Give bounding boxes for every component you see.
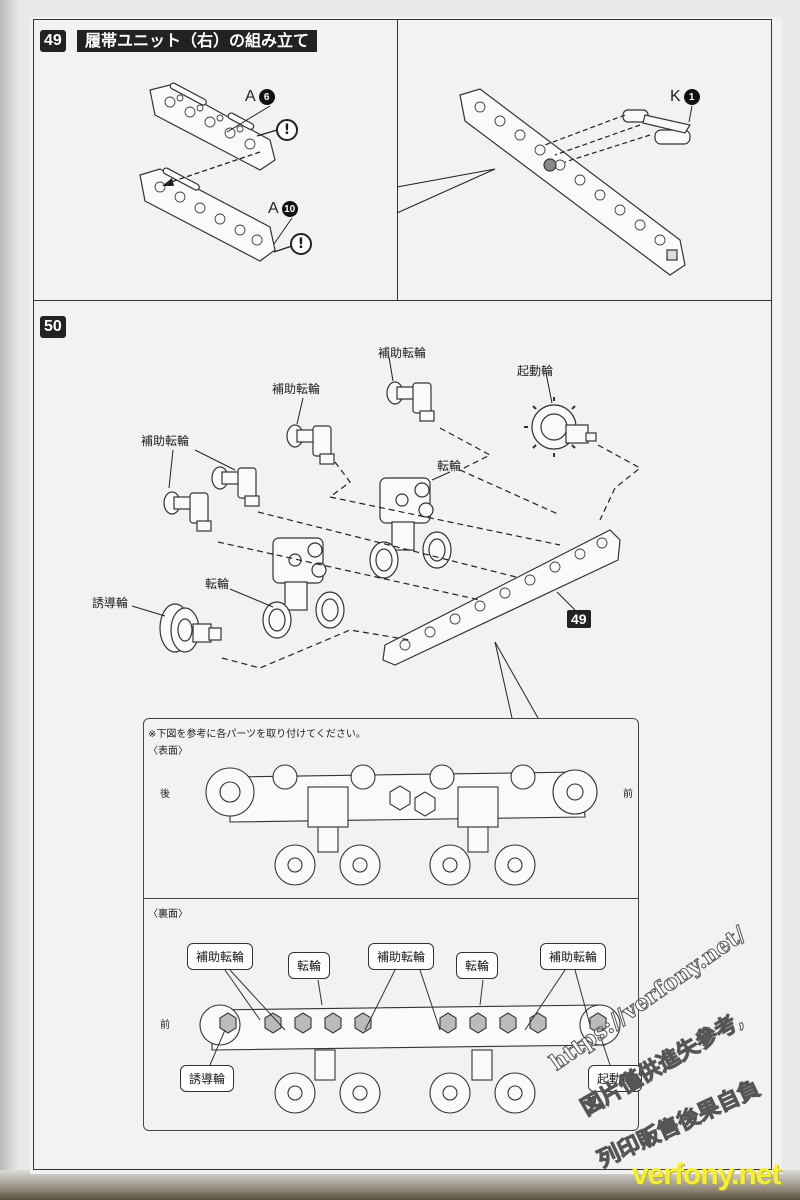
- back-side-heading: 〈裏面〉: [148, 909, 188, 920]
- step-number-50: 50: [40, 316, 66, 338]
- insertion-arrow: [162, 151, 261, 186]
- idler-part: [159, 603, 222, 653]
- leader-warning-1: [256, 129, 278, 137]
- book-spine: [0, 0, 18, 1200]
- leaders-support-1: [168, 449, 236, 489]
- sprocket-part: [524, 372, 597, 457]
- callout-road-wheel-2: 転輪: [456, 952, 499, 979]
- step-ref-49: 49: [567, 610, 591, 628]
- front-label-back: 前: [160, 1020, 170, 1031]
- label-support-wheel-1: 補助転輪: [141, 434, 190, 448]
- reference-zoom-lines: [494, 641, 539, 719]
- front-side-heading: 〈表面〉: [148, 746, 188, 757]
- warning-icon: !: [290, 233, 312, 255]
- reference-box: [143, 718, 639, 1131]
- step-49-title: 履帯ユニット（右）の組み立て: [77, 30, 318, 52]
- support-wheel-part: [163, 491, 212, 532]
- support-wheel-part: [211, 466, 260, 507]
- leader-ref-49: [556, 591, 578, 613]
- step50-panel: [33, 300, 772, 1170]
- callout-support-wheel-2: 補助転輪: [368, 943, 435, 970]
- leader-idler: [131, 605, 166, 617]
- front-view-diagram: [205, 764, 598, 886]
- back-view-diagram: [199, 1004, 621, 1114]
- k1-insert-lines: [544, 114, 651, 163]
- callout-road-wheel-1: 転輪: [288, 952, 331, 979]
- reference-note: ※下図を参考に各パーツを取り付けてください。: [148, 729, 366, 740]
- zoom-leader-lines: [396, 168, 496, 214]
- leader-warning-2: [273, 245, 293, 253]
- label-road-wheel-1: 転輪: [205, 577, 230, 591]
- leader-a10: [273, 217, 293, 245]
- reference-divider: [143, 898, 639, 899]
- leader-road-wheel-1: [229, 588, 274, 608]
- front-label: 前: [623, 789, 633, 800]
- callout-support-wheel-1: 補助転輪: [187, 943, 254, 970]
- label-road-wheel-2: 転輪: [437, 459, 462, 473]
- leader-a6: [226, 105, 271, 133]
- label-support-wheel-2: 補助転輪: [272, 382, 321, 396]
- support-wheel-part: [386, 356, 435, 422]
- track-assembly-full: [459, 88, 686, 276]
- support-wheel-part: [286, 397, 335, 465]
- manual-page: [30, 17, 782, 1174]
- step-number-49: 49: [40, 30, 66, 52]
- page-shadow: [0, 1170, 800, 1200]
- label-sprocket: 起動輪: [517, 364, 554, 378]
- assembly-guide-lines: [217, 427, 642, 669]
- rear-label: 後: [160, 789, 170, 800]
- track-segment-upper: [149, 82, 276, 171]
- road-wheel-assembly-2: [369, 471, 452, 579]
- callout-sprocket: 起動輪: [588, 1065, 643, 1092]
- leader-k1: [688, 105, 693, 123]
- watermark-footer: verfony.net: [632, 1158, 781, 1191]
- callout-support-wheel-3: 補助転輪: [540, 943, 607, 970]
- label-idler: 誘導輪: [92, 596, 129, 610]
- callout-idler: 誘導輪: [180, 1065, 235, 1092]
- track-assembly-49: [382, 529, 621, 666]
- road-wheel-assembly-1: [262, 537, 345, 639]
- label-support-wheel-3: 補助転輪: [378, 346, 427, 360]
